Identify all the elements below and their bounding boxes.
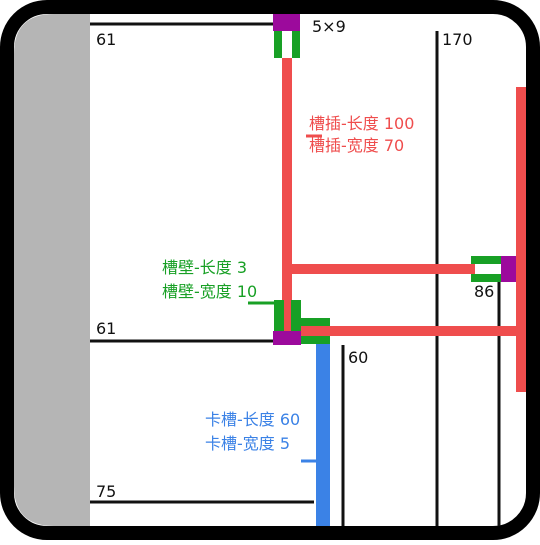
slot-insert-horizontal-lower [299, 326, 517, 336]
card-slot-width-label: 卡槽-宽度 5 [205, 434, 291, 453]
dimension-label-chip: 5×9 [312, 17, 346, 36]
slot-wall-length-label: 槽壁-长度 3 [162, 258, 248, 277]
slot-wall-top-left [274, 31, 282, 58]
slot-insert-length-label: 槽插-长度 100 [309, 114, 415, 133]
slot-wall-right-top [471, 256, 502, 264]
dimension-label-lower-center: 60 [348, 348, 369, 367]
slot-insert-right-bar [516, 87, 526, 392]
card-slot-bar [316, 344, 330, 526]
slot-insert-width-label: 槽插-宽度 70 [309, 136, 405, 155]
slot-wall-branch-bottom [299, 336, 330, 344]
joint-mid [273, 331, 301, 345]
slot-wall-right-bottom [471, 274, 502, 282]
slot-wall-mid-right [291, 300, 301, 331]
slot-wall-mid-left [274, 300, 284, 331]
slot-insert-horizontal-upper [287, 264, 475, 274]
side-panel [14, 14, 90, 526]
dimension-label-top-right: 170 [442, 30, 473, 49]
slot-insert-vertical [282, 58, 292, 334]
dimension-label-right-stub: 86 [474, 282, 495, 301]
slot-wall-top-right [292, 31, 300, 58]
slot-wall-width-label: 槽壁-宽度 10 [162, 282, 258, 301]
card-slot-length-label: 卡槽-长度 60 [205, 410, 301, 429]
joint-right [501, 256, 516, 282]
dimension-label-top-left: 61 [96, 30, 117, 49]
dimension-label-mid-left: 61 [96, 319, 117, 338]
joint-top [273, 14, 300, 31]
dimension-label-bottom-left: 75 [96, 482, 117, 501]
slot-wall-branch-top [299, 318, 330, 326]
